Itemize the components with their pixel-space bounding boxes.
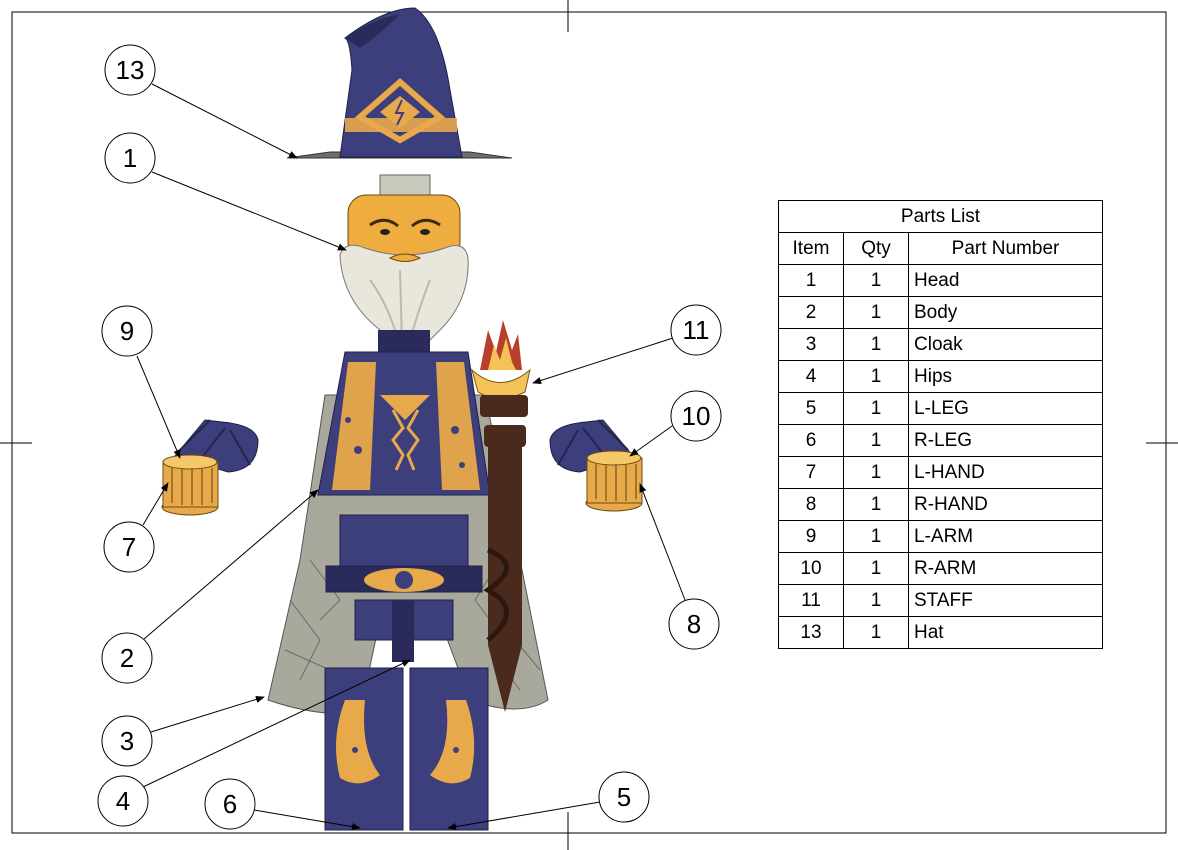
hips-part: [325, 514, 483, 662]
parts-row-item: 7: [778, 456, 844, 489]
parts-row-item: 3: [778, 328, 844, 361]
balloon-4: 4: [97, 659, 411, 827]
balloon-13: 13: [104, 44, 298, 159]
parts-row-part: Head: [908, 264, 1103, 297]
parts-row-part: L-ARM: [908, 520, 1103, 553]
parts-row-qty: 1: [843, 424, 909, 457]
left-hand-part: [161, 454, 219, 516]
parts-row-qty: 1: [843, 552, 909, 585]
drawing-border: [11, 11, 1167, 834]
parts-row-qty: 1: [843, 616, 909, 649]
parts-row-item: 6: [778, 424, 844, 457]
parts-row-part: L-LEG: [908, 392, 1103, 425]
parts-list-title: Parts List: [778, 200, 1103, 233]
parts-row-part: R-ARM: [908, 552, 1103, 585]
parts-row-item: 5: [778, 392, 844, 425]
balloon-10: 10: [629, 390, 722, 457]
balloon-label: 8: [687, 609, 701, 639]
parts-row-qty: 1: [843, 456, 909, 489]
balloon-8: 8: [639, 483, 720, 650]
wizard-minifigure: [161, 7, 643, 831]
parts-row-item: 4: [778, 360, 844, 393]
balloon-label: 1: [123, 143, 137, 173]
parts-row-qty: 1: [843, 520, 909, 553]
parts-row-part: Hat: [908, 616, 1103, 649]
parts-row-item: 11: [778, 584, 844, 617]
parts-row-qty: 1: [843, 296, 909, 329]
parts-row-item: 8: [778, 488, 844, 521]
parts-row-item: 9: [778, 520, 844, 553]
parts-row-item: 2: [778, 296, 844, 329]
balloon-label: 3: [120, 726, 134, 756]
balloon-5: 5: [447, 771, 650, 831]
right-hand-part: [585, 450, 643, 512]
parts-row-item: 1: [778, 264, 844, 297]
parts-row-part: Body: [908, 296, 1103, 329]
balloon-1: 1: [104, 132, 347, 251]
parts-row-part: Cloak: [908, 328, 1103, 361]
legs-part: [324, 667, 489, 831]
header-qty: Qty: [843, 232, 909, 265]
balloon-label: 11: [683, 315, 710, 345]
head-part: [339, 194, 469, 361]
parts-row-item: 13: [778, 616, 844, 649]
body-part: [317, 351, 491, 496]
balloon-label: 6: [223, 789, 237, 819]
balloon-11: 11: [532, 304, 722, 384]
staff-part: [471, 320, 531, 712]
balloon-3: 3: [101, 695, 265, 767]
parts-row-item: 10: [778, 552, 844, 585]
parts-row-part: R-HAND: [908, 488, 1103, 521]
parts-row-qty: 1: [843, 392, 909, 425]
balloon-label: 2: [120, 643, 134, 673]
balloon-label: 10: [682, 401, 711, 431]
balloon-label: 7: [122, 532, 136, 562]
parts-row-part: STAFF: [908, 584, 1103, 617]
balloon-label: 5: [617, 782, 631, 812]
header-part-number: Part Number: [908, 232, 1103, 265]
header-item: Item: [778, 232, 844, 265]
parts-row-qty: 1: [843, 488, 909, 521]
balloon-2: 2: [101, 489, 319, 684]
parts-row-qty: 1: [843, 584, 909, 617]
parts-row-part: Hips: [908, 360, 1103, 393]
balloon-label: 4: [116, 786, 130, 816]
balloon-9: 9: [101, 305, 181, 459]
balloon-label: 13: [116, 55, 145, 85]
balloon-6: 6: [204, 778, 361, 831]
parts-row-qty: 1: [843, 328, 909, 361]
balloon-7: 7: [103, 482, 169, 573]
parts-row-qty: 1: [843, 264, 909, 297]
parts-row-part: R-LEG: [908, 424, 1103, 457]
hat-part: [286, 7, 513, 159]
parts-row-part: L-HAND: [908, 456, 1103, 489]
balloon-label: 9: [120, 316, 134, 346]
parts-row-qty: 1: [843, 360, 909, 393]
